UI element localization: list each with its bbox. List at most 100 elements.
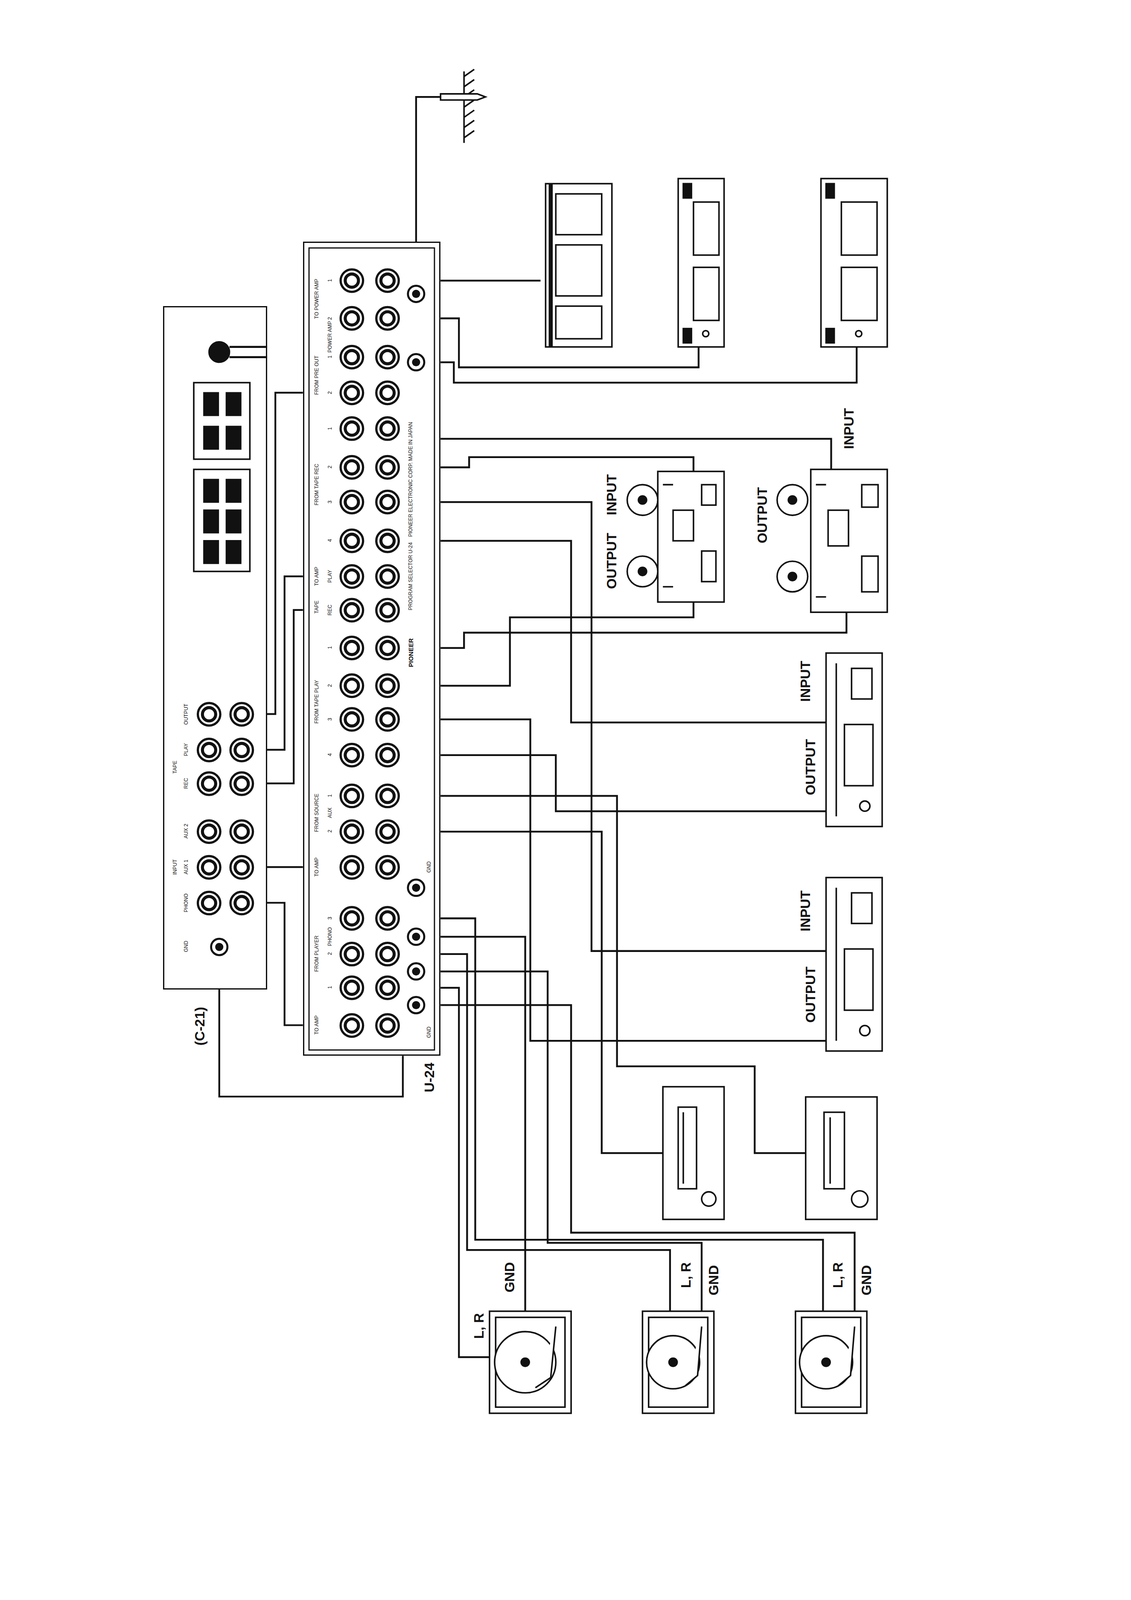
tuner [805, 1096, 878, 1220]
reel-to-reel-deck [777, 484, 808, 516]
jack-number: 1 [327, 354, 334, 360]
power-amplifier [841, 201, 878, 255]
panel-label: FROM PRE OUT [314, 354, 321, 397]
brand-name: PIONEER [407, 637, 415, 669]
c21-jacks [198, 702, 221, 726]
power-amplifier [683, 328, 692, 343]
u24-jacks [376, 598, 400, 622]
turntable [822, 1357, 831, 1366]
cable-label: GND [706, 1263, 722, 1297]
u24-jacks [340, 636, 364, 660]
model-name: PROGRAM SELECTOR U-24 [408, 541, 414, 612]
power-amplifier [683, 183, 692, 198]
u24-jacks [340, 906, 364, 930]
u24-jacks [340, 490, 364, 514]
power-amplifier [555, 244, 602, 297]
panel-label: FROM SOURCE [314, 792, 321, 834]
cable [440, 346, 857, 383]
c21-panel [193, 469, 250, 572]
cable [416, 96, 857, 1357]
jack-number: 2 [327, 390, 334, 396]
jack-number: 2 [327, 464, 334, 470]
u24-jacks [340, 269, 425, 1037]
turntable [489, 1311, 867, 1414]
c21-jacks [198, 772, 221, 795]
cable [267, 902, 304, 1026]
ground-stake [440, 93, 486, 100]
tuner [829, 1116, 831, 1184]
panel-label: FROM PLAYER [314, 934, 321, 974]
preamplifier-panel: (C-21) [163, 306, 268, 990]
reel-to-reel-deck [673, 510, 694, 541]
panel-label: PHONO [183, 891, 190, 914]
port-label: INPUT [604, 472, 620, 517]
cable [416, 96, 441, 242]
u24-jacks [376, 455, 400, 479]
cable [440, 918, 823, 1311]
c21-jacks [230, 772, 254, 795]
c21-panel [204, 540, 219, 564]
panel-label: AUX [327, 806, 334, 820]
port-label: OUTPUT [604, 531, 620, 591]
turntable [489, 1311, 572, 1414]
u24-jacks [340, 855, 364, 879]
u24-jacks [340, 529, 364, 553]
u24-jacks [340, 942, 364, 966]
u24-jacks [376, 490, 400, 514]
cable [440, 719, 826, 1041]
u24-jacks [408, 879, 425, 896]
u24-jacks [376, 565, 400, 588]
u24-jacks [408, 928, 425, 945]
cable [440, 1004, 855, 1311]
u24-jacks [340, 674, 364, 697]
reel-to-reel-deck [810, 469, 888, 613]
panel-label: POWER AMP [327, 319, 334, 354]
u24-jacks [340, 306, 364, 330]
power-amplifier [826, 183, 835, 198]
cable [440, 987, 490, 1357]
panel-label: AUX 2 [183, 822, 190, 840]
panel-label: PLAY [183, 741, 190, 758]
power-amplifier [548, 183, 554, 347]
power-amplifier [702, 330, 709, 337]
c21-jacks [230, 855, 254, 879]
panel-label: PHONO [327, 925, 334, 948]
cable [267, 865, 304, 868]
cable [219, 989, 403, 1097]
c21-jacks [230, 891, 254, 915]
cable [440, 612, 847, 648]
cassette-deck [826, 652, 883, 1051]
u24-jacks [376, 381, 400, 405]
cable [440, 936, 525, 1311]
u24-jacks [340, 381, 364, 405]
cable [440, 754, 826, 811]
reel-to-reel-deck [627, 556, 659, 587]
power-amplifier [545, 183, 612, 347]
reel-to-reel-deck [701, 484, 716, 505]
jack-number: 4 [327, 537, 334, 544]
u24-jacks [340, 417, 364, 441]
power-amplifier [555, 193, 602, 235]
u24-jacks [340, 455, 364, 479]
u24-jacks [340, 269, 364, 292]
ground-stake [463, 69, 475, 138]
tuner [662, 1086, 724, 1220]
cassette-deck [826, 877, 883, 1051]
c21-panel [209, 341, 230, 363]
turntable [669, 1357, 678, 1366]
maker-note: PIONEER ELECTRONIC CORP. MADE IN JAPAN [408, 420, 414, 539]
tuner [824, 1111, 845, 1189]
c21-jacks [211, 938, 228, 955]
cable [440, 501, 826, 951]
reel-to-reel-deck [777, 561, 808, 592]
cable-label: L, R [679, 1260, 694, 1289]
cassette-deck [835, 663, 838, 817]
power-amplifier [855, 330, 862, 337]
u24-jacks [376, 708, 400, 731]
u24-jacks [376, 942, 400, 966]
u24-jacks [376, 1014, 400, 1037]
power-amplifier [841, 267, 878, 321]
reel-to-reel-deck [827, 510, 849, 546]
cable-label: L, R [471, 1311, 487, 1340]
power-amplifier [678, 178, 725, 347]
